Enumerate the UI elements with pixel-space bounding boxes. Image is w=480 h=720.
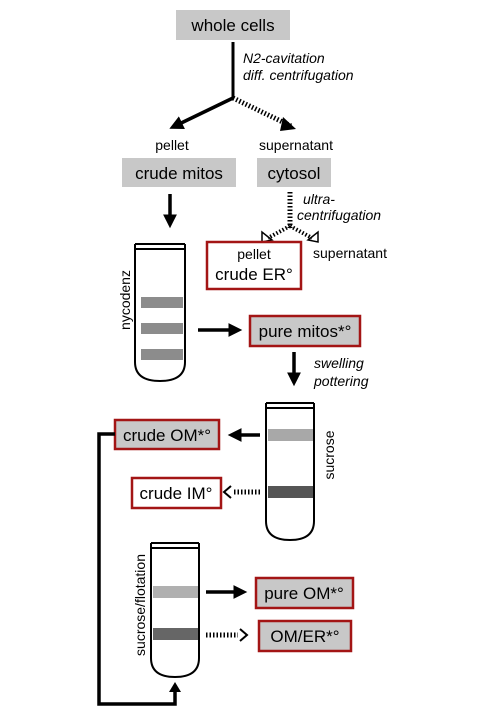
ultra-label-2: centrifugation xyxy=(297,207,381,223)
flotation-band-light xyxy=(153,586,198,598)
cavitation-label-1: N2-cavitation xyxy=(243,50,325,66)
nycodenz-band-3 xyxy=(141,349,183,360)
pure-mitos-label: pure mitos*° xyxy=(259,322,352,341)
pellet-2-label: pellet xyxy=(237,246,271,262)
om-feedback-arrowhead xyxy=(169,682,181,692)
nycodenz-band-2 xyxy=(141,323,183,334)
flotation-band-dark xyxy=(153,628,198,640)
pure-mitos-box xyxy=(248,314,362,348)
supernatant2-branch xyxy=(289,224,313,240)
cytosol-box xyxy=(257,158,331,187)
nycodenz-tube xyxy=(134,243,186,383)
crude-im-box xyxy=(130,476,223,510)
nycodenz-band-1 xyxy=(141,297,183,308)
ultra-label-1: ultra- xyxy=(303,191,335,207)
pottering-label: pottering xyxy=(313,373,369,389)
supernatant-arrowhead xyxy=(280,117,296,131)
sucrose-band-light xyxy=(268,429,313,441)
crude-im-label: crude IM° xyxy=(140,484,213,503)
crude-er-branch xyxy=(267,224,291,240)
supernatant2-arrowhead xyxy=(306,230,319,243)
sucrose-tube xyxy=(265,402,315,542)
crude-er-label: crude ER° xyxy=(215,265,293,284)
crude-om-label: crude OM*° xyxy=(123,426,211,445)
crude-om-box xyxy=(113,418,221,451)
flotation-label: sucrose/flotation xyxy=(132,554,148,656)
crude-mitos-box xyxy=(122,158,236,187)
to-om-er-arrowhead xyxy=(239,628,249,642)
supernatant-2-label: supernatant xyxy=(313,245,387,261)
om-er-box xyxy=(257,619,353,653)
cytosol-label: cytosol xyxy=(268,164,321,183)
whole-cells-box xyxy=(176,10,290,40)
crude-mitos-label: crude mitos xyxy=(135,164,223,183)
cavitation-label-2: diff. centrifugation xyxy=(243,67,354,83)
supernatant-label: supernatant xyxy=(259,137,333,153)
nycodenz-label: nycodenz xyxy=(117,270,133,330)
pellet-label: pellet xyxy=(155,137,189,153)
flotation-tube xyxy=(150,542,200,679)
sucrose-label: sucrose xyxy=(321,430,337,479)
pure-om-box xyxy=(254,576,355,610)
crude-er-box xyxy=(205,240,303,291)
to-crude-im-arrowhead xyxy=(222,485,232,499)
pure-om-label: pure OM*° xyxy=(264,584,344,603)
om-er-label: OM/ER*° xyxy=(270,627,339,646)
whole-cells-label: whole cells xyxy=(190,16,274,35)
supernatant-arrow xyxy=(231,95,293,129)
om-feedback-loop xyxy=(97,432,177,706)
pellet-arrow xyxy=(169,96,234,129)
sucrose-band-dark xyxy=(268,486,313,498)
swelling-label: swelling xyxy=(314,355,364,371)
